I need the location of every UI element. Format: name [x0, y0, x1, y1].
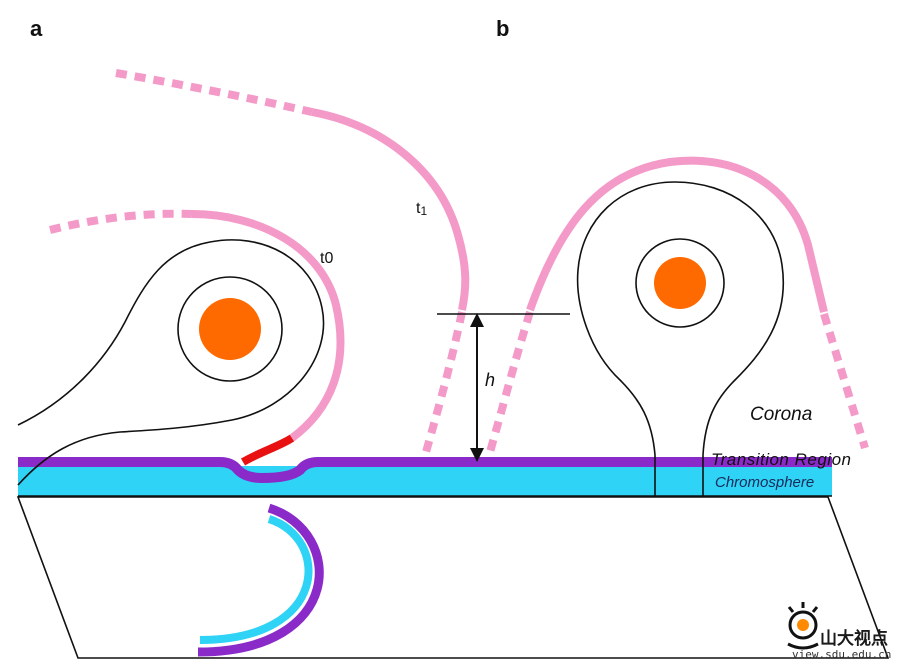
- transition-region-band: [18, 457, 832, 484]
- logo-text: 山大视点: [820, 629, 888, 649]
- label-chromosphere: Chromosphere: [715, 474, 815, 491]
- panel-label-b: b: [496, 16, 510, 41]
- flux-rope-envelope-b: [576, 181, 785, 496]
- flux-rope-inner-circle-b: [635, 238, 725, 328]
- label-t1-sub: 1: [420, 204, 428, 218]
- label-h: h: [485, 370, 496, 390]
- subsurface-arc-purple: [197, 503, 324, 657]
- subsurface-arc-cyan: [199, 515, 313, 644]
- label-t0: t0: [320, 250, 334, 267]
- chromosphere-band: [18, 466, 832, 496]
- field-line-arch-b-dashed: [820, 312, 869, 450]
- field-line-t1-dashed-top: [115, 69, 313, 116]
- logo-url: view.sdu.edu.cn: [792, 648, 892, 661]
- field-line-t1-dashed-leg-right: [486, 310, 534, 454]
- photosphere-plane: [16, 496, 890, 659]
- panel-label-a: a: [30, 16, 43, 41]
- logo-mark: [787, 602, 819, 650]
- label-t1: t1: [416, 200, 427, 218]
- label-transition-region: Transition Region: [711, 450, 852, 469]
- flux-rope-core-a: [199, 298, 261, 360]
- label-corona: Corona: [750, 404, 813, 425]
- label-t1-base: t: [416, 200, 421, 217]
- field-line-t0-dashed: [49, 209, 193, 234]
- flux-rope-inner-circle-a: [177, 276, 283, 382]
- flux-rope-core-b: [654, 257, 706, 309]
- field-line-t1-solid: [311, 108, 470, 311]
- field-line-arch-b-solid: [526, 156, 828, 313]
- field-line-t0-solid: [191, 210, 345, 442]
- reconnection-segment-red: [240, 434, 295, 466]
- field-line-t1-dashed-leg-left: [422, 311, 466, 454]
- flux-rope-envelope-a: [17, 239, 325, 486]
